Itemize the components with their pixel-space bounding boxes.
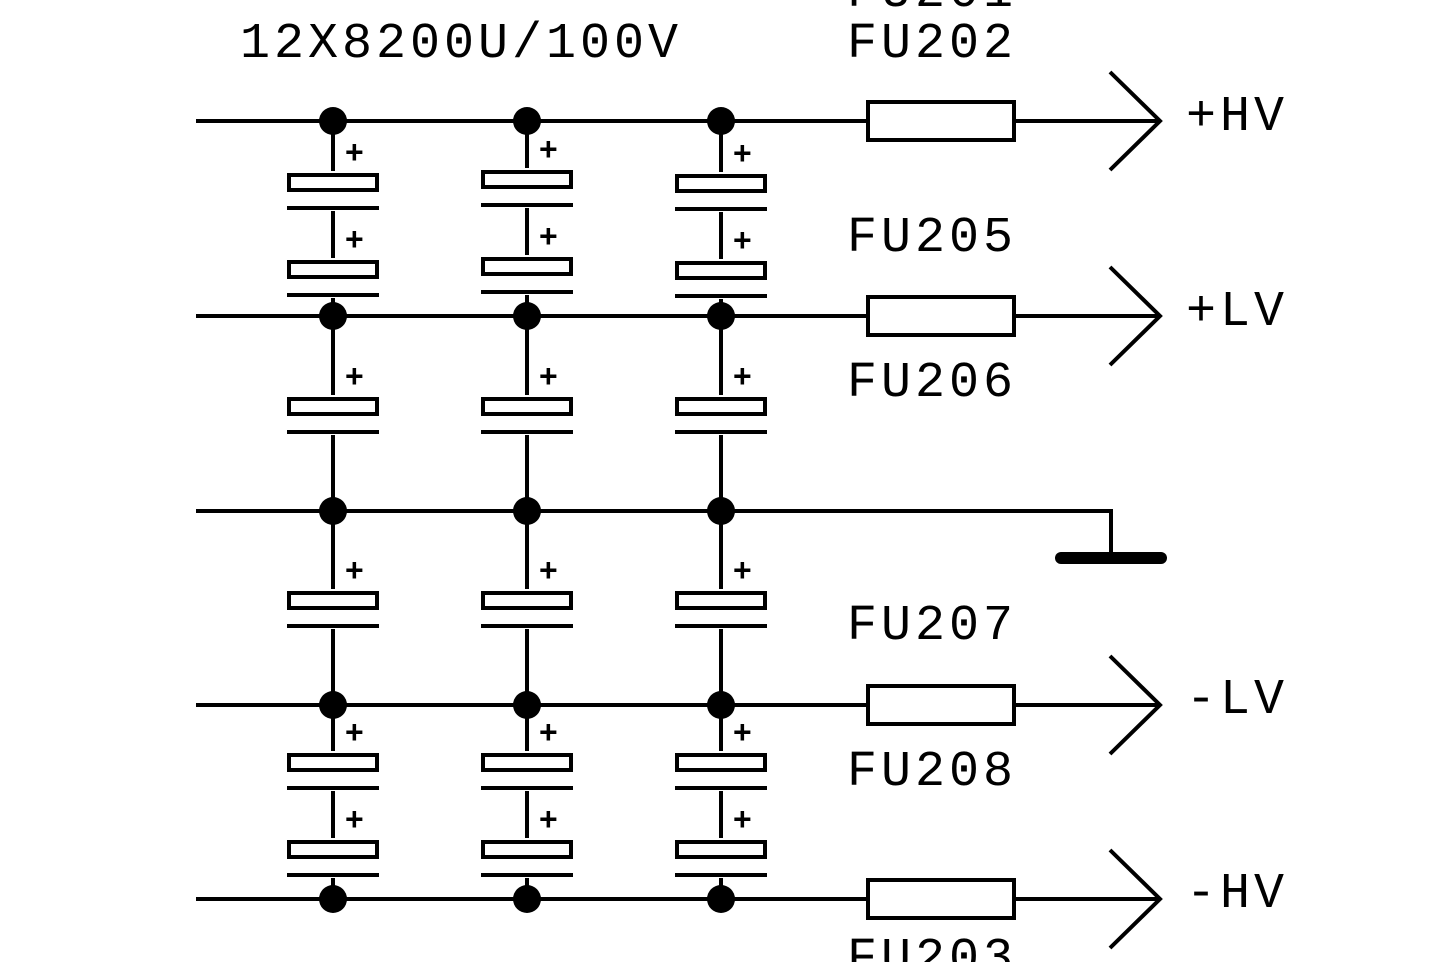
junction-dot	[707, 691, 735, 719]
electrolytic-capacitor: +	[481, 131, 573, 208]
polarity-mark: +	[345, 221, 364, 257]
electrolytic-capacitor: +	[675, 358, 767, 435]
output-arrow-icon	[1108, 265, 1163, 367]
output-label-plus-hv: +HV	[1186, 89, 1288, 146]
electrolytic-capacitor: +	[481, 801, 573, 878]
junction-dot	[513, 302, 541, 330]
junction-dot	[707, 302, 735, 330]
electrolytic-capacitor: +	[675, 135, 767, 212]
junction-dot	[707, 885, 735, 913]
output-arrows	[1108, 70, 1163, 950]
fuse-symbol	[866, 295, 1016, 337]
output-arrow-icon	[1108, 848, 1163, 950]
fuse-label-fu202: FU202	[847, 16, 1017, 73]
output-arrow-icon	[1108, 654, 1163, 756]
capacitors: + + + + + + + + + + + + + + + + + +	[287, 131, 767, 878]
polarity-mark: +	[733, 358, 752, 394]
capacitor-rating-label: 12X8200U/100V	[240, 16, 682, 73]
fuse-label-fu208: FU208	[847, 744, 1017, 801]
electrolytic-capacitor: +	[481, 218, 573, 295]
electrolytic-capacitor: +	[287, 134, 379, 211]
polarity-mark: +	[733, 222, 752, 258]
output-label-minus-lv: -LV	[1186, 672, 1288, 729]
polarity-mark: +	[539, 218, 558, 254]
junction-dot	[319, 107, 347, 135]
electrolytic-capacitor: +	[287, 221, 379, 298]
electrolytic-capacitor: +	[287, 358, 379, 435]
polarity-mark: +	[539, 131, 558, 167]
electrolytic-capacitor: +	[287, 714, 379, 791]
junction-dot	[513, 691, 541, 719]
output-label-plus-lv: +LV	[1186, 284, 1288, 341]
junction-dot	[513, 885, 541, 913]
fuse-symbol	[866, 684, 1016, 726]
electrolytic-capacitor: +	[675, 222, 767, 299]
fuse-symbol	[866, 100, 1016, 142]
output-arrow-icon	[1108, 70, 1163, 172]
polarity-mark: +	[733, 135, 752, 171]
polarity-mark: +	[733, 714, 752, 750]
polarity-mark: +	[345, 134, 364, 170]
junction-dot	[319, 302, 347, 330]
polarity-mark: +	[345, 552, 364, 588]
polarity-mark: +	[539, 714, 558, 750]
polarity-mark: +	[539, 552, 558, 588]
electrolytic-capacitor: +	[481, 714, 573, 791]
electrolytic-capacitor: +	[675, 714, 767, 791]
junction-dot	[319, 691, 347, 719]
electrolytic-capacitor: +	[481, 552, 573, 629]
polarity-mark: +	[733, 801, 752, 837]
fuse-label-fu207: FU207	[847, 598, 1017, 655]
fuse-symbol	[866, 878, 1016, 920]
polarity-mark: +	[345, 801, 364, 837]
fuse-label-fu205: FU205	[847, 210, 1017, 267]
polarity-mark: +	[345, 358, 364, 394]
junction-dot	[319, 497, 347, 525]
ground-symbol	[720, 509, 1167, 564]
electrolytic-capacitor: +	[675, 552, 767, 629]
output-label-minus-hv: -HV	[1186, 866, 1288, 923]
junction-dot	[319, 885, 347, 913]
fuse-label-fu203: FU203	[847, 931, 1017, 962]
junction-dot	[513, 107, 541, 135]
fuse-label-fu201: FU201	[847, 0, 1017, 22]
junction-dot	[707, 107, 735, 135]
polarity-mark: +	[539, 358, 558, 394]
polarity-mark: +	[733, 552, 752, 588]
fuse-label-fu206: FU206	[847, 355, 1017, 412]
electrolytic-capacitor: +	[287, 801, 379, 878]
electrolytic-capacitor: +	[287, 552, 379, 629]
polarity-mark: +	[539, 801, 558, 837]
electrolytic-capacitor: +	[481, 358, 573, 435]
fuses	[866, 100, 1016, 920]
electrolytic-capacitor: +	[675, 801, 767, 878]
junction-dot	[513, 497, 541, 525]
polarity-mark: +	[345, 714, 364, 750]
